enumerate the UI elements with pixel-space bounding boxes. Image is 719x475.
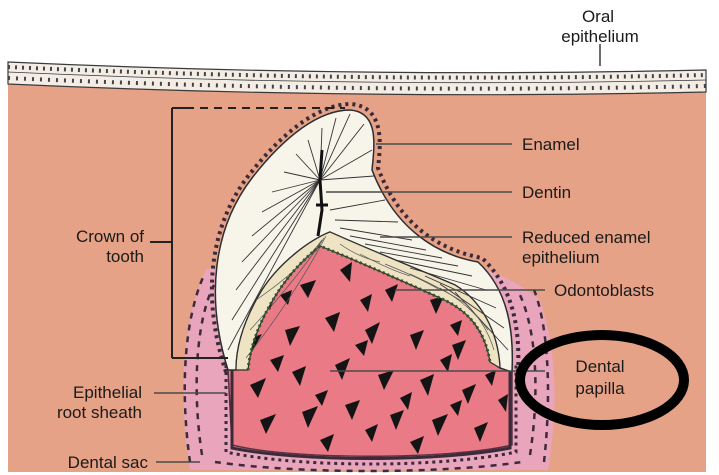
label-odontoblasts: Odontoblasts — [554, 281, 654, 300]
label-oral-epithelium-2: epithelium — [561, 27, 639, 46]
label-enamel: Enamel — [522, 135, 580, 154]
label-dental-sac: Dental sac — [68, 453, 149, 472]
label-oral-epithelium-1: Oral — [582, 7, 614, 26]
label-dental-papilla-2: papilla — [575, 379, 625, 398]
label-reduced-enamel-epithelium-2: epithelium — [522, 248, 600, 267]
label-epithelial-root-sheath-1: Epithelial — [73, 383, 142, 402]
label-reduced-enamel-epithelium-1: Reduced enamel — [522, 228, 651, 247]
label-crown-of-tooth-1: Crown of — [76, 227, 144, 246]
label-dentin: Dentin — [522, 183, 571, 202]
label-crown-of-tooth-2: tooth — [106, 247, 144, 266]
label-epithelial-root-sheath-2: root sheath — [57, 403, 142, 422]
label-dental-papilla-1: Dental — [575, 357, 624, 376]
